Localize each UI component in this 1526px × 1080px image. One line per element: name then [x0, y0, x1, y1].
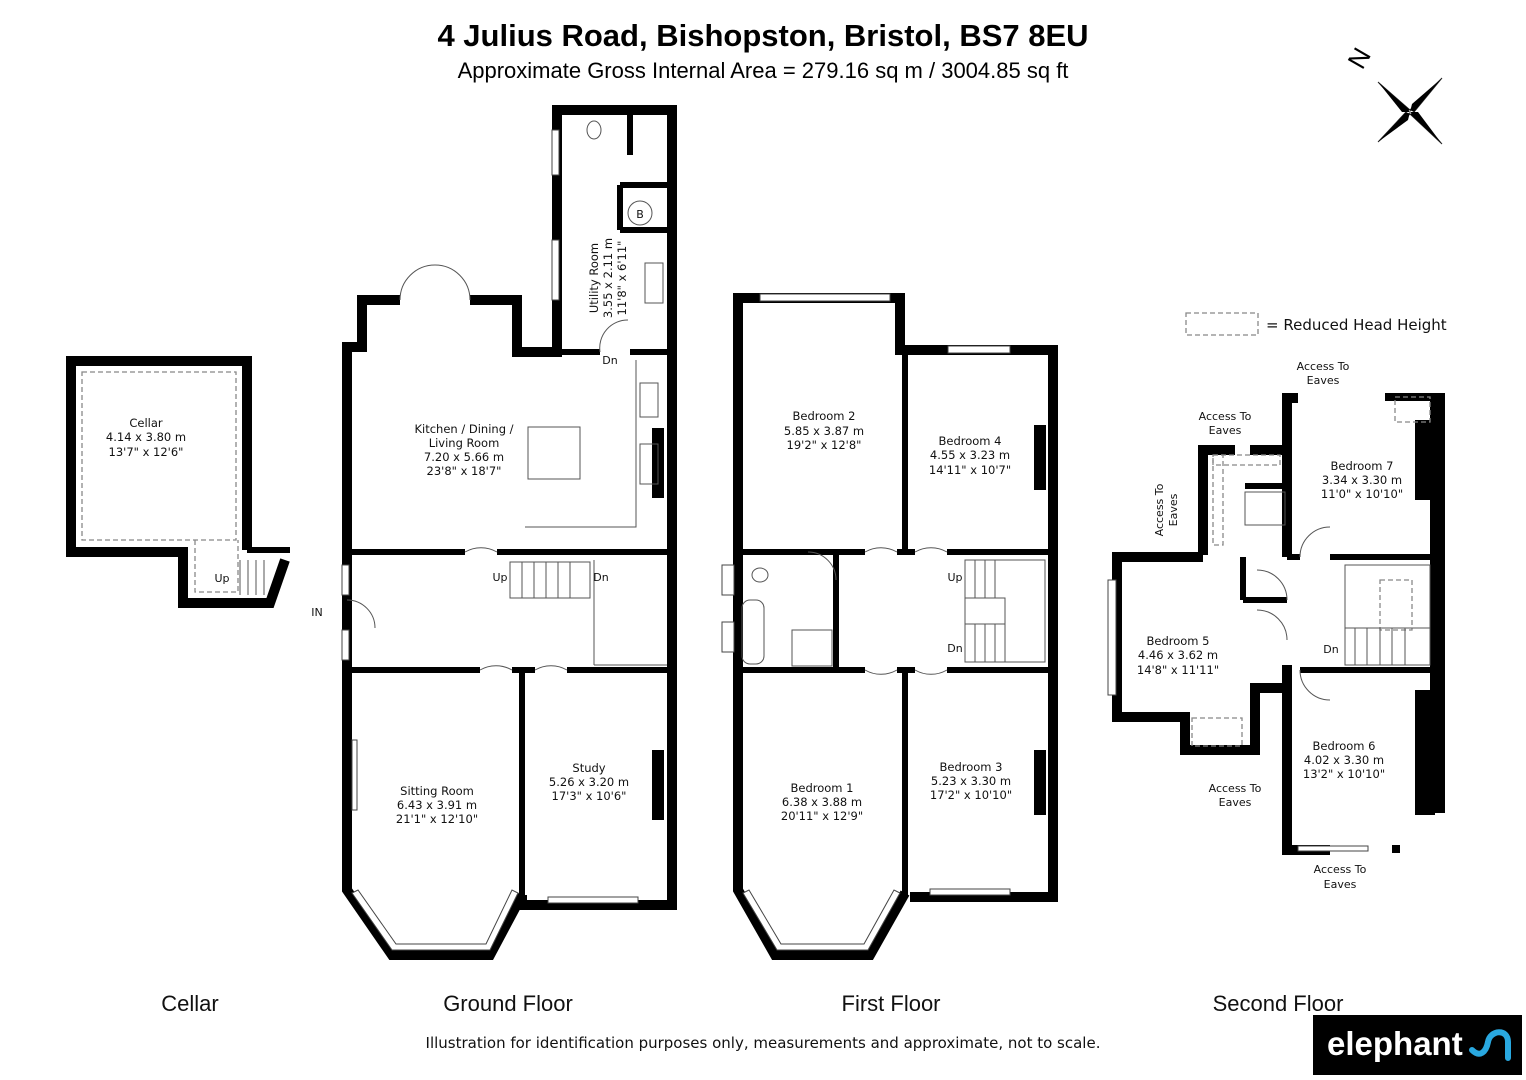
svg-text:Eaves: Eaves — [1209, 424, 1242, 437]
toilet-icon — [751, 567, 769, 583]
room-name: Bedroom 3 — [940, 760, 1003, 774]
room-size-imperial: 17'3" x 10'6" — [552, 789, 627, 803]
room-size-imperial: 14'8" x 11'11" — [1137, 663, 1219, 677]
bath-icon — [741, 599, 765, 665]
first-floor-plan: Up Dn Bedroom 2 5.85 x 3.87 m 19'2" x 12… — [721, 293, 1058, 960]
logo-text: elephant — [1327, 1025, 1463, 1062]
ground-floor-plan: B IN Up Dn Dn Kitchen / Dining / Living … — [311, 105, 677, 960]
stairs-up-label: Up — [492, 571, 507, 584]
room-name: Bedroom 5 — [1147, 634, 1210, 648]
room-name: Living Room — [429, 436, 500, 450]
floor-label-cellar: Cellar — [161, 991, 218, 1016]
room-size-imperial: 11'0" x 10'10" — [1321, 487, 1403, 501]
room-size-metric: 4.02 x 3.30 m — [1304, 753, 1384, 767]
compass-north-label: N — [1341, 42, 1376, 73]
room-name: Bedroom 2 — [793, 409, 856, 423]
room-size-metric: 4.46 x 3.62 m — [1138, 648, 1218, 662]
room-size-imperial: 17'2" x 10'10" — [930, 788, 1012, 802]
room-size-metric: 5.23 x 3.30 m — [931, 774, 1011, 788]
svg-text:Eaves: Eaves — [1219, 796, 1252, 809]
compass-icon: N — [1341, 42, 1443, 145]
stairs-up-label: Up — [214, 572, 229, 585]
floor-label-second: Second Floor — [1213, 991, 1344, 1016]
elephant-logo: elephant — [1313, 1015, 1522, 1075]
eaves-access-label: Access To Eaves — [1153, 483, 1180, 536]
room-size-imperial: 13'7" x 12'6" — [109, 445, 184, 459]
svg-text:Access To: Access To — [1153, 483, 1166, 536]
page-title: 4 Julius Road, Bishopston, Bristol, BS7 … — [437, 18, 1088, 53]
disclaimer: Illustration for identification purposes… — [426, 1034, 1101, 1052]
room-size-imperial: 21'1" x 12'10" — [396, 812, 478, 826]
svg-text:Access To: Access To — [1209, 782, 1262, 795]
floor-label-ground: Ground Floor — [443, 991, 573, 1016]
room-name: Bedroom 6 — [1313, 739, 1376, 753]
room-size-metric: 3.55 x 2.11 m — [601, 238, 615, 318]
toilet-icon — [586, 120, 602, 140]
room-size-imperial: 14'11" x 10'7" — [929, 463, 1011, 477]
svg-text:Access To: Access To — [1199, 410, 1252, 423]
svg-text:Eaves: Eaves — [1324, 878, 1357, 891]
room-size-metric: 6.43 x 3.91 m — [397, 798, 477, 812]
room-name: Bedroom 7 — [1331, 459, 1394, 473]
svg-text:Eaves: Eaves — [1167, 493, 1180, 526]
boiler-icon — [627, 200, 653, 226]
second-floor-plan: Dn Bedroom 5 4.46 x 3.62 m 14'8" x 11'11… — [1107, 360, 1445, 891]
room-size-imperial: 23'8" x 18'7" — [427, 464, 502, 478]
cellar-plan: Cellar 4.14 x 3.80 m 13'7" x 12'6" Up — [66, 356, 290, 608]
boiler-label: B — [636, 208, 644, 221]
room-size-metric: 5.26 x 3.20 m — [549, 775, 629, 789]
room-size-metric: 6.38 x 3.88 m — [782, 795, 862, 809]
room-name: Sitting Room — [400, 784, 474, 798]
room-name: Cellar — [129, 416, 163, 430]
room-size-imperial: 13'2" x 10'10" — [1303, 767, 1385, 781]
floor-label-first: First Floor — [842, 991, 941, 1016]
stairs-down-label: Dn — [947, 642, 962, 655]
room-size-metric: 3.34 x 3.30 m — [1322, 473, 1402, 487]
svg-text:Access To: Access To — [1314, 863, 1367, 876]
entrance-label: IN — [311, 606, 322, 619]
room-name: Bedroom 4 — [939, 434, 1002, 448]
room-name: Study — [572, 761, 605, 775]
legend: = Reduced Head Height — [1185, 312, 1447, 336]
room-name: Utility Room — [587, 243, 601, 313]
eaves-access-label: Access To Eaves — [1297, 360, 1350, 387]
room-size-metric: 4.55 x 3.23 m — [930, 448, 1010, 462]
stairs-up-label: Up — [947, 571, 962, 584]
stairs-down-label: Dn — [593, 571, 608, 584]
logo-trunk-icon — [1469, 1029, 1511, 1061]
svg-text:Eaves: Eaves — [1307, 374, 1340, 387]
room-size-imperial: 11'8" x 6'11" — [615, 241, 629, 316]
room-name: Kitchen / Dining / — [414, 422, 513, 436]
room-size-metric: 5.85 x 3.87 m — [784, 424, 864, 438]
eaves-access-label: Access To Eaves — [1209, 782, 1262, 809]
eaves-access-label: Access To Eaves — [1199, 410, 1252, 437]
eaves-access-label: Access To Eaves — [1314, 863, 1367, 891]
room-size-imperial: 19'2" x 12'8" — [787, 438, 862, 452]
shower-icon — [791, 629, 833, 667]
room-size-metric: 7.20 x 5.66 m — [424, 450, 504, 464]
room-size-metric: 4.14 x 3.80 m — [106, 430, 186, 444]
reduced-head-height-swatch — [1185, 312, 1259, 336]
svg-text:Access To: Access To — [1297, 360, 1350, 373]
stairs-down-label: Dn — [602, 354, 617, 367]
gross-area: Approximate Gross Internal Area = 279.16… — [458, 58, 1069, 83]
legend-label: = Reduced Head Height — [1266, 316, 1447, 334]
room-name: Bedroom 1 — [791, 781, 854, 795]
stairs-down-label: Dn — [1323, 643, 1338, 656]
room-size-imperial: 20'11" x 12'9" — [781, 809, 863, 823]
